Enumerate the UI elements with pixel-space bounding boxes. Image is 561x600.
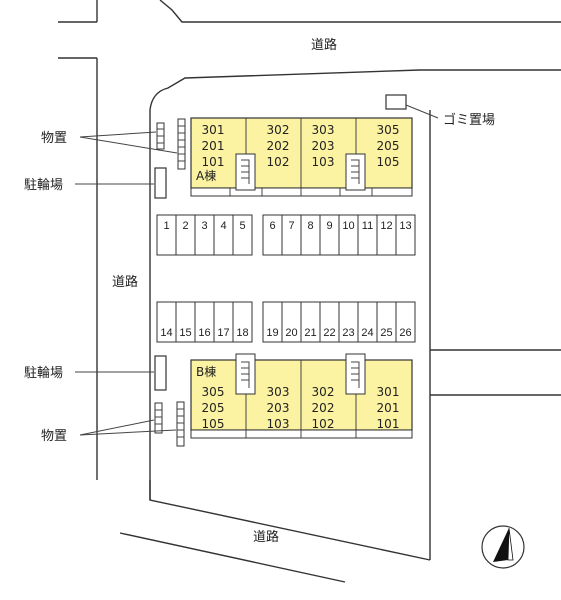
parking-row-bottom-right: 19 20 21 22 23 24 25 26 xyxy=(262,301,416,343)
unit-number: 202 xyxy=(312,401,335,415)
unit-number: 201 xyxy=(202,139,225,153)
parking-space xyxy=(395,214,416,256)
parking-row-top-right: 6 7 8 9 10 11 12 13 xyxy=(262,214,416,256)
parking-space-number: 21 xyxy=(304,327,316,339)
parking-space-number: 26 xyxy=(399,327,411,339)
unit-number: 303 xyxy=(312,123,335,137)
north-arrow-icon xyxy=(481,525,525,569)
parking-space-number: 1 xyxy=(163,220,169,232)
road-label-west: 道路 xyxy=(112,274,138,290)
parking-space-number: 6 xyxy=(269,220,275,232)
unit-number: 203 xyxy=(312,139,335,153)
road-lines xyxy=(58,0,561,583)
parking-space-number: 5 xyxy=(239,220,245,232)
parking-space-number: 3 xyxy=(201,220,207,232)
unit-number: 202 xyxy=(267,139,290,153)
bicycle-top-label: 駐輪場 xyxy=(24,177,63,193)
unit-number: 302 xyxy=(267,123,290,137)
bicycle-parking-bottom xyxy=(154,355,167,391)
parking-space-number: 22 xyxy=(323,327,335,339)
unit-number: 205 xyxy=(377,139,400,153)
parking-space-number: 16 xyxy=(198,327,210,339)
stairs-icon xyxy=(235,353,256,395)
garbage-label: ゴミ置場 xyxy=(443,112,495,128)
parking-space-number: 18 xyxy=(236,327,248,339)
bicycle-bottom-label: 駐輪場 xyxy=(24,365,63,381)
parking-space xyxy=(232,214,253,256)
parking-space-number: 13 xyxy=(399,220,411,232)
road-label-south: 道路 xyxy=(253,529,279,545)
unit-number: 101 xyxy=(377,417,400,431)
parking-row-top-left: 1 2 3 4 5 xyxy=(156,214,253,256)
unit-number: 301 xyxy=(377,385,400,399)
stairs-icon xyxy=(235,153,256,191)
unit-number: 302 xyxy=(312,385,335,399)
parking-row-bottom-left: 14 15 16 17 18 xyxy=(156,301,253,343)
parking-space-number: 25 xyxy=(380,327,392,339)
parking-space-number: 7 xyxy=(288,220,294,232)
road-label-north: 道路 xyxy=(311,37,337,53)
parking-space-number: 17 xyxy=(217,327,229,339)
parking-space-number: 4 xyxy=(220,220,226,232)
building-b: B棟 xyxy=(190,353,413,439)
unit-number: 305 xyxy=(377,123,400,137)
unit-number: 101 xyxy=(202,155,225,169)
storage-bottom xyxy=(154,401,185,447)
parking-space-number: 12 xyxy=(380,220,392,232)
unit-number: 203 xyxy=(267,401,290,415)
garbage-area xyxy=(385,94,407,110)
parking-space-number: 14 xyxy=(160,327,172,339)
unit-number: 103 xyxy=(267,417,290,431)
unit-number: 305 xyxy=(202,385,225,399)
stairs-icon xyxy=(345,153,366,191)
unit-number: 103 xyxy=(312,155,335,169)
parking-space-number: 9 xyxy=(326,220,332,232)
unit-number: 205 xyxy=(202,401,225,415)
building-a-name: A棟 xyxy=(196,168,216,183)
parking-space xyxy=(395,301,416,343)
storage-bottom-label: 物置 xyxy=(41,429,67,444)
parking-space-number: 11 xyxy=(362,220,373,232)
storage-top xyxy=(156,118,186,170)
unit-number: 105 xyxy=(202,417,225,431)
parking-space-number: 20 xyxy=(285,327,297,339)
building-b-name: B棟 xyxy=(196,364,216,379)
parking-space-number: 2 xyxy=(182,220,188,232)
stairs-icon xyxy=(345,353,366,395)
building-a: A棟 xyxy=(190,117,413,197)
unit-number: 201 xyxy=(377,401,400,415)
parking-space-number: 19 xyxy=(266,327,278,339)
unit-number: 301 xyxy=(202,123,225,137)
parking-space-number: 8 xyxy=(307,220,313,232)
unit-number: 102 xyxy=(267,155,290,169)
storage-top-label: 物置 xyxy=(41,131,67,146)
parking-space xyxy=(232,301,253,343)
parking-space-number: 10 xyxy=(342,220,354,232)
unit-number: 105 xyxy=(377,155,400,169)
bicycle-parking-top xyxy=(154,167,167,199)
parking-space-number: 23 xyxy=(342,327,354,339)
parking-space-number: 24 xyxy=(361,327,373,339)
unit-number: 303 xyxy=(267,385,290,399)
unit-number: 102 xyxy=(312,417,335,431)
parking-space-number: 15 xyxy=(179,327,191,339)
